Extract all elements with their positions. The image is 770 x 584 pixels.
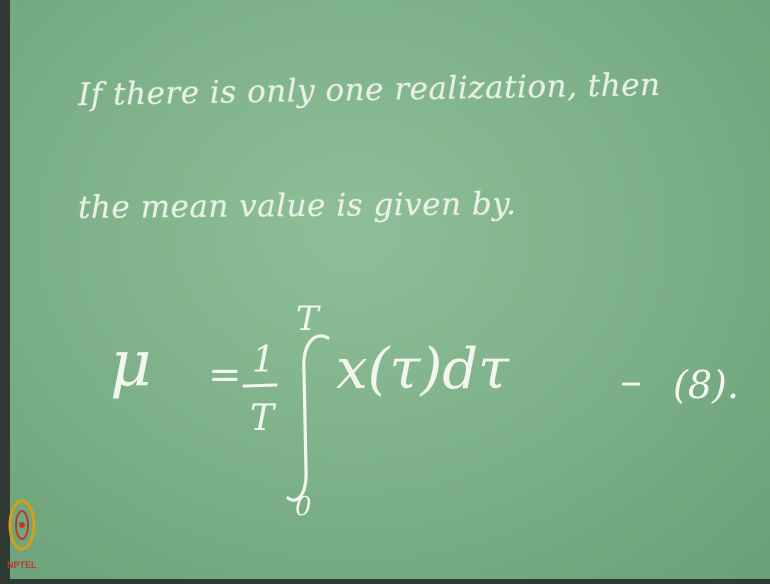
nptel-logo-label: NPTEL: [7, 560, 37, 570]
integral-upper-limit: T: [296, 299, 321, 339]
mu-symbol: μ: [110, 327, 152, 401]
mean-value-equation: μ = 1 T T 0 x(τ)dτ – (8).: [110, 299, 739, 522]
nptel-logo: NPTEL: [5, 488, 43, 579]
dash: –: [620, 356, 642, 407]
fraction-denominator: T: [250, 398, 277, 439]
chalkboard: If there is only one realization, then t…: [10, 0, 770, 579]
fraction-numerator: 1: [252, 340, 275, 381]
fraction-bar: [242, 383, 278, 388]
equals-sign: =: [208, 352, 242, 398]
equation-number: (8).: [673, 363, 739, 407]
integrand: x(τ)dτ: [336, 337, 510, 402]
integral-lower-limit: 0: [295, 492, 312, 522]
integral-sign: [286, 334, 330, 502]
